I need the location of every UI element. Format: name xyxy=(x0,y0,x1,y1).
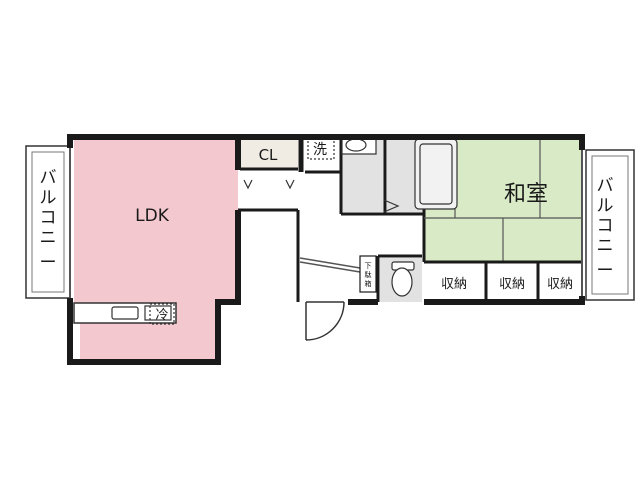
entrance-door xyxy=(305,301,345,341)
left-balcony-char-2: ル xyxy=(40,188,57,208)
ldk-room xyxy=(74,137,238,362)
shoe-box-char-3: 箱 xyxy=(365,279,372,288)
right-balcony: バ ル コ ニ ー xyxy=(585,149,635,301)
closet-area xyxy=(240,137,298,169)
fridge-label: 冷 xyxy=(155,308,168,323)
left-balcony-char-5: ー xyxy=(40,253,57,273)
storage-label-3: 収納 xyxy=(547,277,573,292)
storage-label-2: 収納 xyxy=(499,277,525,292)
left-balcony-char-4: ニ xyxy=(40,228,57,248)
right-balcony-char-2: ル xyxy=(597,196,614,216)
right-balcony-char-5: ー xyxy=(597,261,614,281)
partition-walls xyxy=(238,137,582,302)
storage-label-1: 収納 xyxy=(441,277,467,292)
exterior-walls xyxy=(67,134,585,365)
washitsu-label: 和室 xyxy=(504,182,548,207)
left-balcony-char-3: コ xyxy=(40,208,57,228)
laundry-area xyxy=(305,137,341,171)
right-balcony-char-3: コ xyxy=(597,216,614,236)
left-balcony-char-1: バ xyxy=(40,168,57,188)
shoe-box-char-2: 駄 xyxy=(365,270,372,279)
shoe-box-char-1: 下 xyxy=(365,262,372,270)
right-balcony-char-1: バ xyxy=(597,176,614,196)
right-balcony-char-4: ニ xyxy=(597,236,614,256)
left-balcony: バ ル コ ニ ー xyxy=(25,145,71,299)
closet-label: CL xyxy=(259,146,278,164)
ldk-label: LDK xyxy=(135,206,170,226)
washer-label: 洗 xyxy=(313,142,327,158)
